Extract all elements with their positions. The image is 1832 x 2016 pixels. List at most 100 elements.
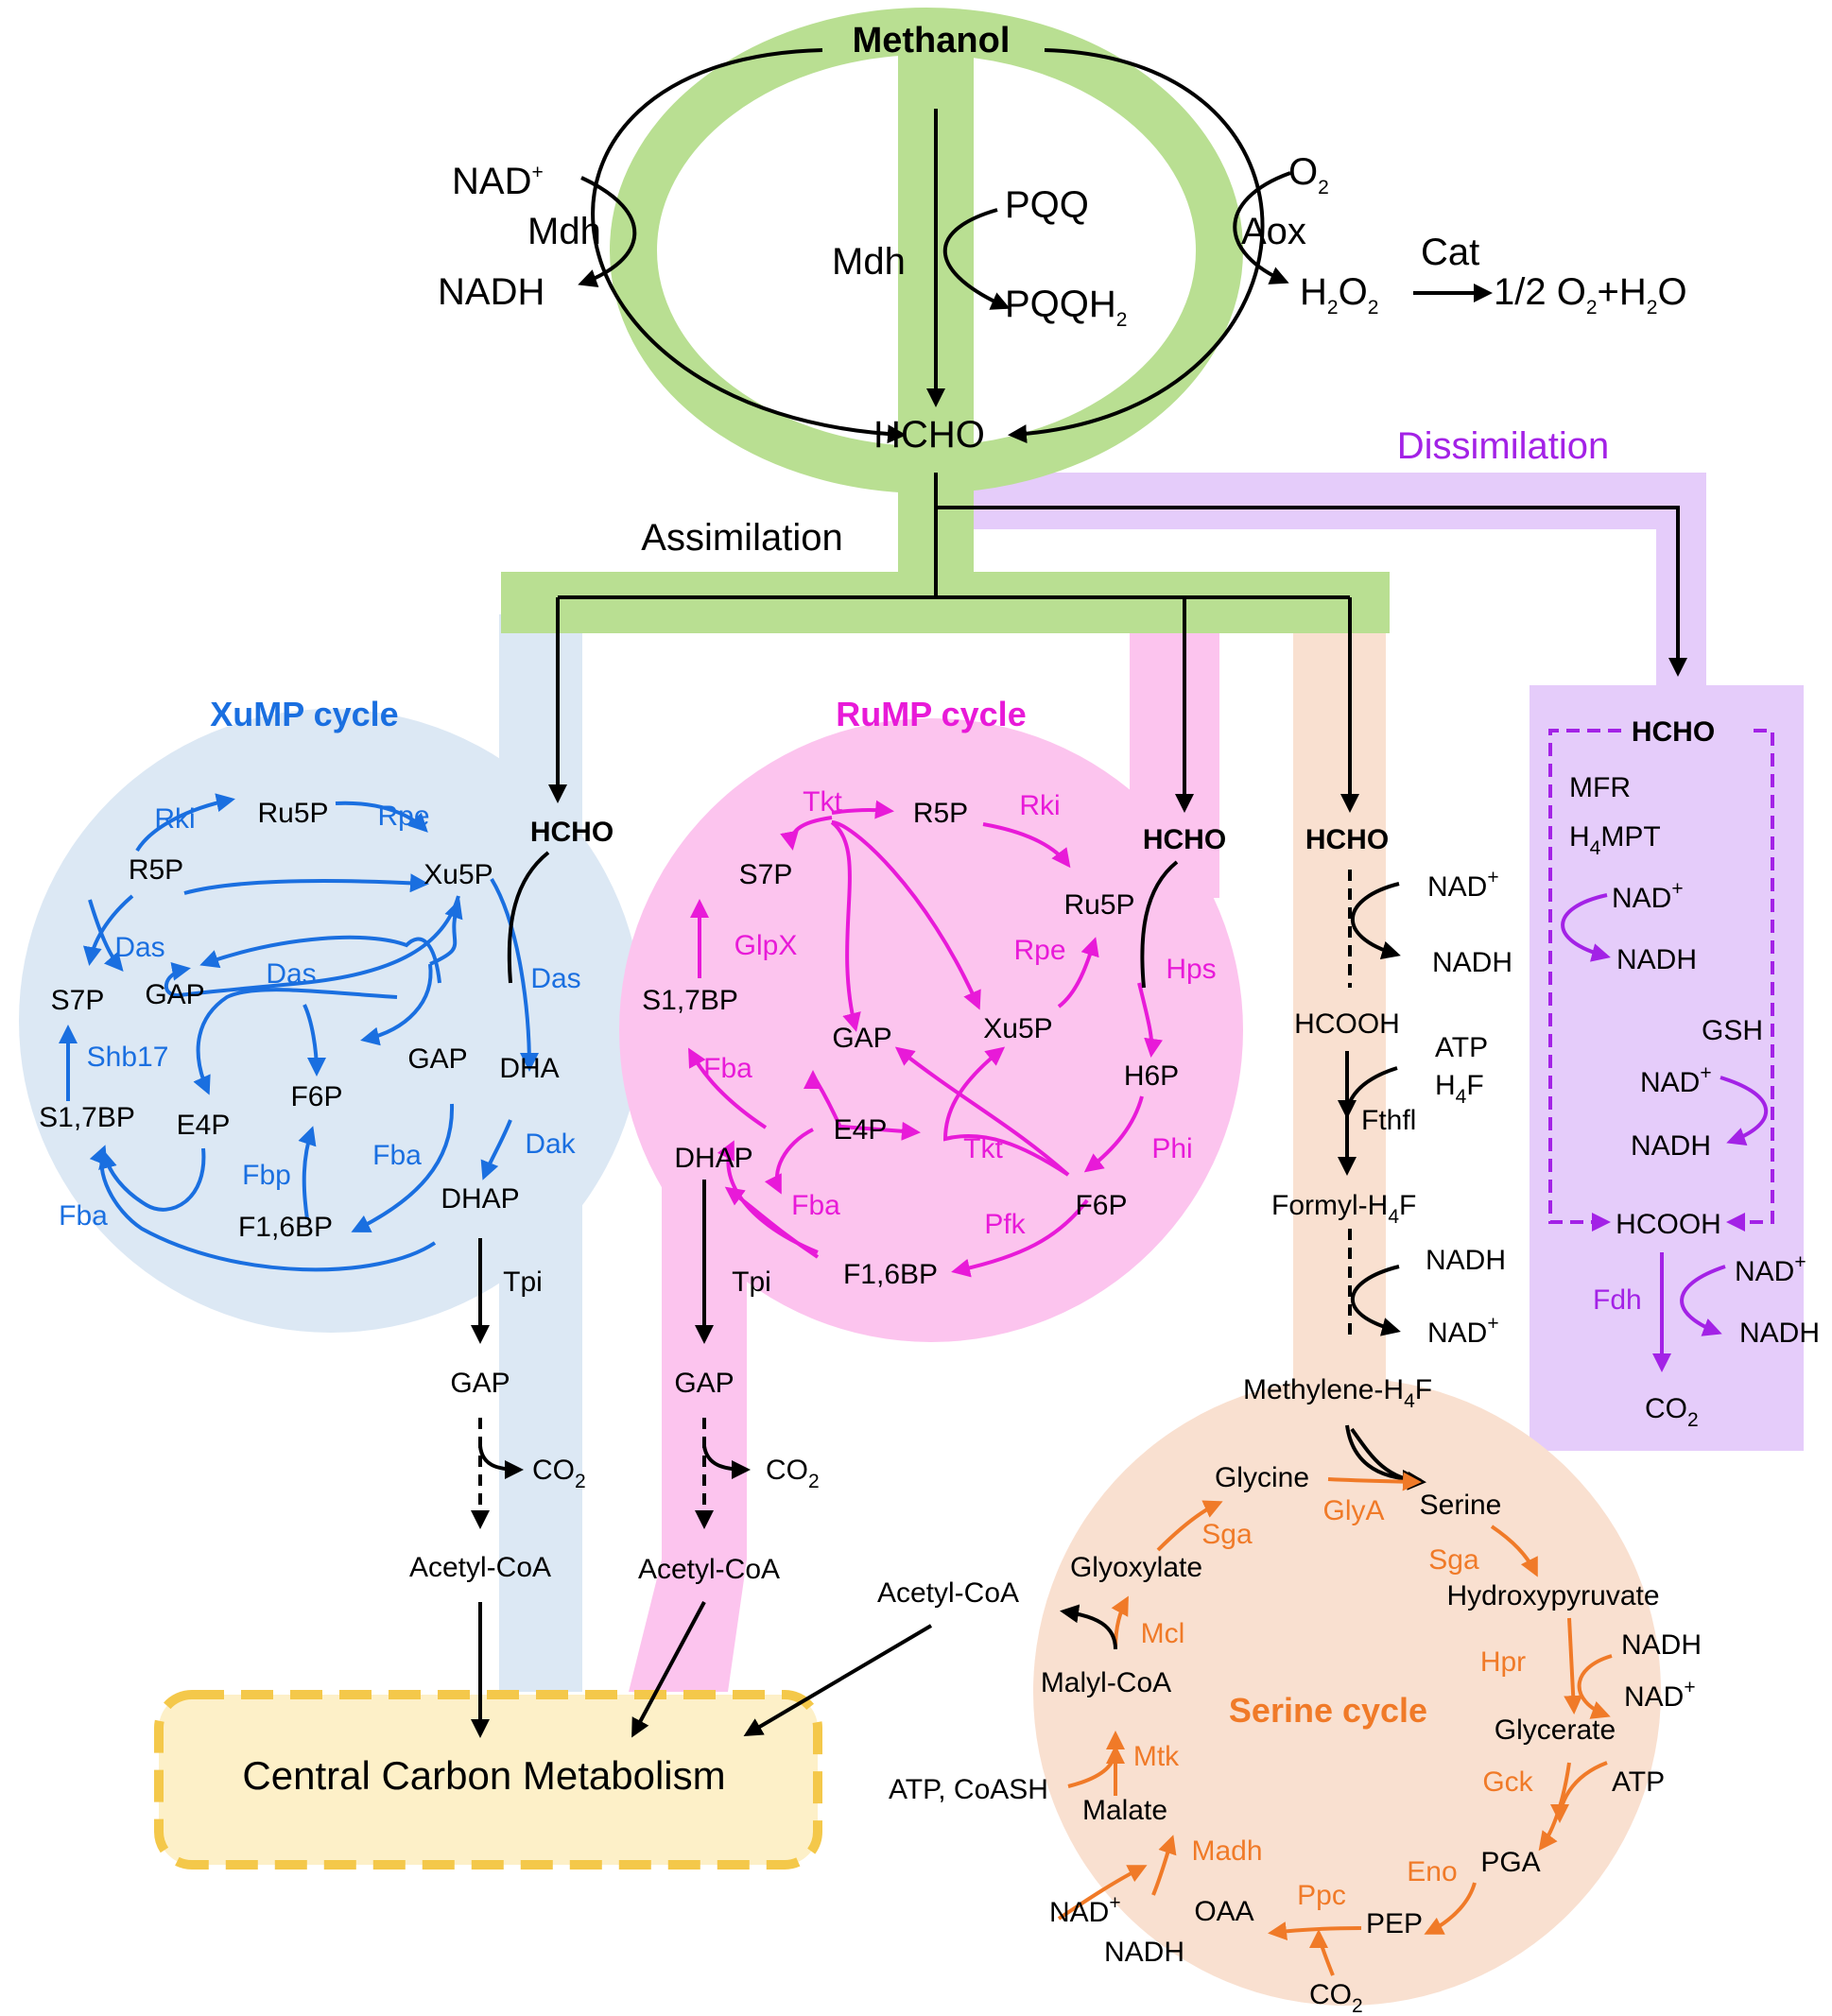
serine-oaa: OAA <box>1194 1896 1253 1927</box>
rump-dhap: DHAP <box>674 1143 752 1174</box>
rump-gap-out: GAP <box>674 1368 734 1399</box>
h4f-nadh-1: NADH <box>1432 947 1512 978</box>
xump-shb17: Shb17 <box>87 1042 169 1073</box>
xump-e4p: E4P <box>177 1110 231 1141</box>
pqq-label: PQQ <box>1005 184 1089 226</box>
serine-nadh-madh: NADH <box>1104 1937 1184 1968</box>
h4f-atp: ATP <box>1435 1032 1488 1063</box>
dissim-mfr: MFR <box>1569 772 1631 803</box>
dissim-hcho: HCHO <box>1632 716 1715 748</box>
dissim-nad-plus-1: NAD+ <box>1612 878 1684 914</box>
rump-glpx: GlpX <box>735 930 798 961</box>
rump-title: RuMP cycle <box>836 695 1026 733</box>
serine-ppc: Ppc <box>1297 1880 1346 1911</box>
xump-tpi: Tpi <box>503 1266 543 1298</box>
central-carbon-label: Central Carbon Metabolism <box>242 1753 725 1798</box>
h4f-column-band <box>1293 614 1386 1493</box>
h4f-pathway-labels: HCHO NAD+ NADH HCOOH ATP H4F Fthfl Formy… <box>1243 824 1512 1412</box>
rump-hcho: HCHO <box>1143 824 1226 855</box>
rump-f6p: F6P <box>1075 1190 1127 1221</box>
assimilation-label: Assimilation <box>641 517 842 559</box>
rump-ru5p: Ru5P <box>1063 889 1134 921</box>
rump-s17bp: S1,7BP <box>642 985 738 1016</box>
rump-fba-top: Fba <box>703 1053 752 1084</box>
serine-title: Serine cycle <box>1229 1691 1427 1730</box>
rump-h6p: H6P <box>1124 1060 1179 1092</box>
rump-pfk: Pfk <box>984 1209 1026 1240</box>
oxidation-labels: Methanol NAD+ Mdh NADH Mdh PQQ PQQH2 O2 … <box>438 21 1687 559</box>
xump-das-right: Das <box>530 963 580 994</box>
serine-nad-hpr: NAD+ <box>1624 1677 1696 1713</box>
serine-gck: Gck <box>1482 1766 1533 1798</box>
h4f-nad-plus-1: NAD+ <box>1427 867 1499 903</box>
h4f-nad-plus-2: NAD+ <box>1427 1313 1499 1349</box>
rump-rpe: Rpe <box>1013 935 1065 966</box>
rump-co2: CO2 <box>766 1455 820 1492</box>
rump-phi: Phi <box>1151 1133 1192 1164</box>
xump-xu5p: Xu5P <box>423 859 493 890</box>
rump-xu5p: Xu5P <box>983 1013 1052 1044</box>
nadh-top: NADH <box>438 271 544 313</box>
h4f-fthfl: Fthfl <box>1361 1105 1416 1136</box>
xump-gap-right: GAP <box>407 1043 467 1075</box>
rump-s7p: S7P <box>739 859 793 890</box>
serine-mcl: Mcl <box>1141 1618 1185 1649</box>
h4f-hcooh: HCOOH <box>1294 1008 1400 1040</box>
xump-rpe: Rpe <box>377 801 429 832</box>
serine-eno: Eno <box>1407 1856 1457 1887</box>
o2-top: O2 <box>1288 151 1329 198</box>
hcho-top: HCHO <box>873 414 985 456</box>
serine-pga: PGA <box>1480 1847 1540 1878</box>
serine-hpr: Hpr <box>1480 1646 1526 1678</box>
rump-tkt-mid: Tkt <box>963 1133 1003 1164</box>
xump-fba-right: Fba <box>372 1140 422 1171</box>
xump-acetyl-coa: Acetyl-CoA <box>409 1552 551 1583</box>
serine-malyl-coa: Malyl-CoA <box>1041 1667 1171 1698</box>
serine-serine: Serine <box>1420 1490 1502 1521</box>
dissim-nad-plus-2: NAD+ <box>1640 1062 1712 1098</box>
xump-rki: Rki <box>154 803 195 835</box>
serine-malate: Malate <box>1082 1795 1167 1826</box>
products-label: 1/2 O2+H2O <box>1494 271 1687 319</box>
dissimilation-label: Dissimilation <box>1397 425 1610 467</box>
rump-rki: Rki <box>1019 790 1060 821</box>
rump-e4p: E4P <box>834 1114 888 1146</box>
pqqh2-label: PQQH2 <box>1005 284 1127 331</box>
dissim-gsh: GSH <box>1702 1015 1763 1046</box>
h2o2-label: H2O2 <box>1300 271 1378 319</box>
xump-dhap: DHAP <box>441 1183 519 1215</box>
dissim-hcooh: HCOOH <box>1616 1209 1721 1240</box>
assimilation-band <box>501 572 1390 633</box>
xump-gap-out: GAP <box>450 1368 510 1399</box>
serine-nad-madh: NAD+ <box>1049 1892 1121 1928</box>
xump-ru5p: Ru5P <box>257 798 328 829</box>
dissimilation-band <box>974 473 1706 690</box>
xump-fba-left: Fba <box>59 1200 108 1232</box>
dissim-nadh-2: NADH <box>1631 1130 1711 1162</box>
rump-acetyl-coa: Acetyl-CoA <box>638 1554 780 1585</box>
xump-dha: DHA <box>499 1053 559 1084</box>
rump-tkt-top: Tkt <box>803 786 842 818</box>
serine-nadh-hpr: NADH <box>1621 1629 1702 1661</box>
xump-das-left: Das <box>114 932 164 963</box>
xump-s7p: S7P <box>51 985 105 1016</box>
background-bands <box>19 8 1804 2006</box>
dissimilation-box <box>1530 685 1804 1451</box>
xump-das-mid: Das <box>266 958 316 990</box>
dissimilation-labels: HCHO MFR H4MPT NAD+ NADH GSH NAD+ NADH H… <box>1569 716 1820 1431</box>
serine-cycle-labels: Serine cycle Glycine Serine Glyoxylate H… <box>877 1462 1702 2016</box>
dissim-h4mpt: H4MPT <box>1569 821 1661 859</box>
serine-glycerate: Glycerate <box>1495 1714 1616 1746</box>
xump-f6p: F6P <box>290 1081 342 1112</box>
rump-f16bp: F1,6BP <box>843 1259 938 1290</box>
aox-label: Aox <box>1241 211 1306 252</box>
serine-sga-left: Sga <box>1201 1519 1253 1550</box>
dissim-fdh: Fdh <box>1593 1284 1642 1316</box>
rump-lower-band <box>629 1134 747 1692</box>
xump-fbp: Fbp <box>242 1160 291 1191</box>
dissim-nadh-3: NADH <box>1739 1318 1820 1349</box>
serine-hydroxypyruvate: Hydroxypyruvate <box>1446 1580 1659 1611</box>
dissim-nad-plus-3: NAD+ <box>1735 1251 1806 1287</box>
methanol-label: Methanol <box>853 21 1011 60</box>
